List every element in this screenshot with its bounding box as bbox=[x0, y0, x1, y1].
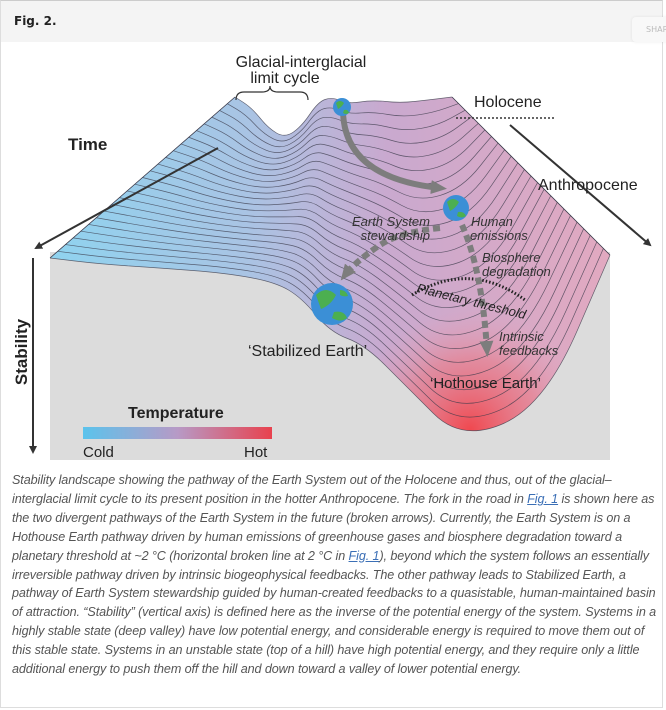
human-emissions-line2: emissions bbox=[470, 228, 528, 243]
intrinsic-label-line1: Intrinsic bbox=[499, 329, 544, 344]
earth-icon-holocene bbox=[333, 98, 351, 116]
figure-header: Fig. 2. bbox=[1, 1, 662, 42]
contour-line bbox=[103, 208, 565, 336]
contour-line bbox=[65, 241, 598, 404]
contour-line bbox=[88, 221, 578, 363]
share-button[interactable]: SHARE bbox=[632, 17, 666, 42]
hot-region bbox=[50, 97, 610, 431]
figure-caption: Stability landscape showing the pathway … bbox=[12, 471, 660, 679]
intrinsic-label-line2: feedbacks bbox=[499, 343, 559, 358]
landscape-edge bbox=[49, 96, 611, 259]
legend-hot-label: Hot bbox=[244, 444, 268, 461]
limit-cycle-bracket bbox=[235, 85, 309, 101]
caption-text: Stability landscape showing the pathway … bbox=[12, 473, 612, 506]
earth-icon-stabilized bbox=[311, 283, 353, 325]
biosphere-label-line1: Biosphere bbox=[482, 250, 541, 265]
stewardship-label-line1: Earth System bbox=[352, 214, 430, 229]
contour-line bbox=[157, 162, 519, 240]
contour-line bbox=[227, 103, 459, 142]
contour-line bbox=[142, 175, 532, 267]
contour-line bbox=[173, 149, 505, 213]
contour-line bbox=[234, 96, 453, 136]
contour-line bbox=[165, 156, 512, 226]
earth-icon-anthropocene bbox=[443, 195, 469, 221]
stability-label: Stability bbox=[12, 318, 31, 385]
current-pathway-arrow bbox=[340, 111, 447, 195]
holocene-label: Holocene bbox=[474, 94, 542, 111]
contour-line bbox=[211, 116, 472, 153]
glacial-label-line1: Glacial-interglacial bbox=[236, 54, 367, 71]
glacial-label-line2: limit cycle bbox=[250, 70, 319, 87]
biosphere-label-line2: degradation bbox=[482, 264, 551, 279]
contour-line bbox=[127, 189, 545, 295]
contour-line bbox=[204, 123, 479, 159]
contour-line bbox=[196, 129, 486, 172]
fig1-link[interactable]: Fig. 1 bbox=[527, 491, 559, 506]
caption-text: ), beyond which the system follows an es… bbox=[12, 548, 657, 677]
contour-line bbox=[150, 169, 525, 254]
legend-cold-label: Cold bbox=[83, 444, 114, 461]
temperature-color-bar bbox=[83, 427, 272, 439]
stability-landscape-diagram: Glacial-interglacial limit cycle Time Ho… bbox=[12, 54, 652, 461]
anthropocene-label: Anthropocene bbox=[538, 177, 638, 194]
contour-line bbox=[96, 215, 571, 349]
time-arrow bbox=[34, 147, 219, 249]
planetary-threshold-line bbox=[411, 277, 526, 302]
human-emissions-line1: Human bbox=[471, 214, 513, 229]
hothouse-earth-label: ‘Hothouse Earth’ bbox=[430, 375, 541, 392]
stewardship-label-line2: stewardship bbox=[361, 228, 430, 243]
contour-line bbox=[80, 228, 584, 377]
contour-line bbox=[180, 142, 499, 199]
time-label: Time bbox=[68, 135, 107, 154]
figure-label: Fig. 2. bbox=[14, 14, 57, 28]
contour-line bbox=[73, 235, 591, 390]
hothouse-pathway-arrow bbox=[459, 223, 494, 357]
fig1-link[interactable]: Fig. 1 bbox=[348, 548, 380, 563]
anthropocene-arrow bbox=[509, 124, 652, 247]
contour-line bbox=[111, 202, 558, 322]
stabilized-earth-label: ‘Stabilized Earth’ bbox=[248, 343, 367, 360]
contour-line bbox=[119, 195, 552, 308]
caption-text: is shown here as the two divergent pathw… bbox=[12, 491, 655, 563]
contour-line bbox=[134, 182, 538, 281]
contour-line bbox=[219, 109, 466, 148]
legend-title: Temperature bbox=[128, 405, 224, 422]
